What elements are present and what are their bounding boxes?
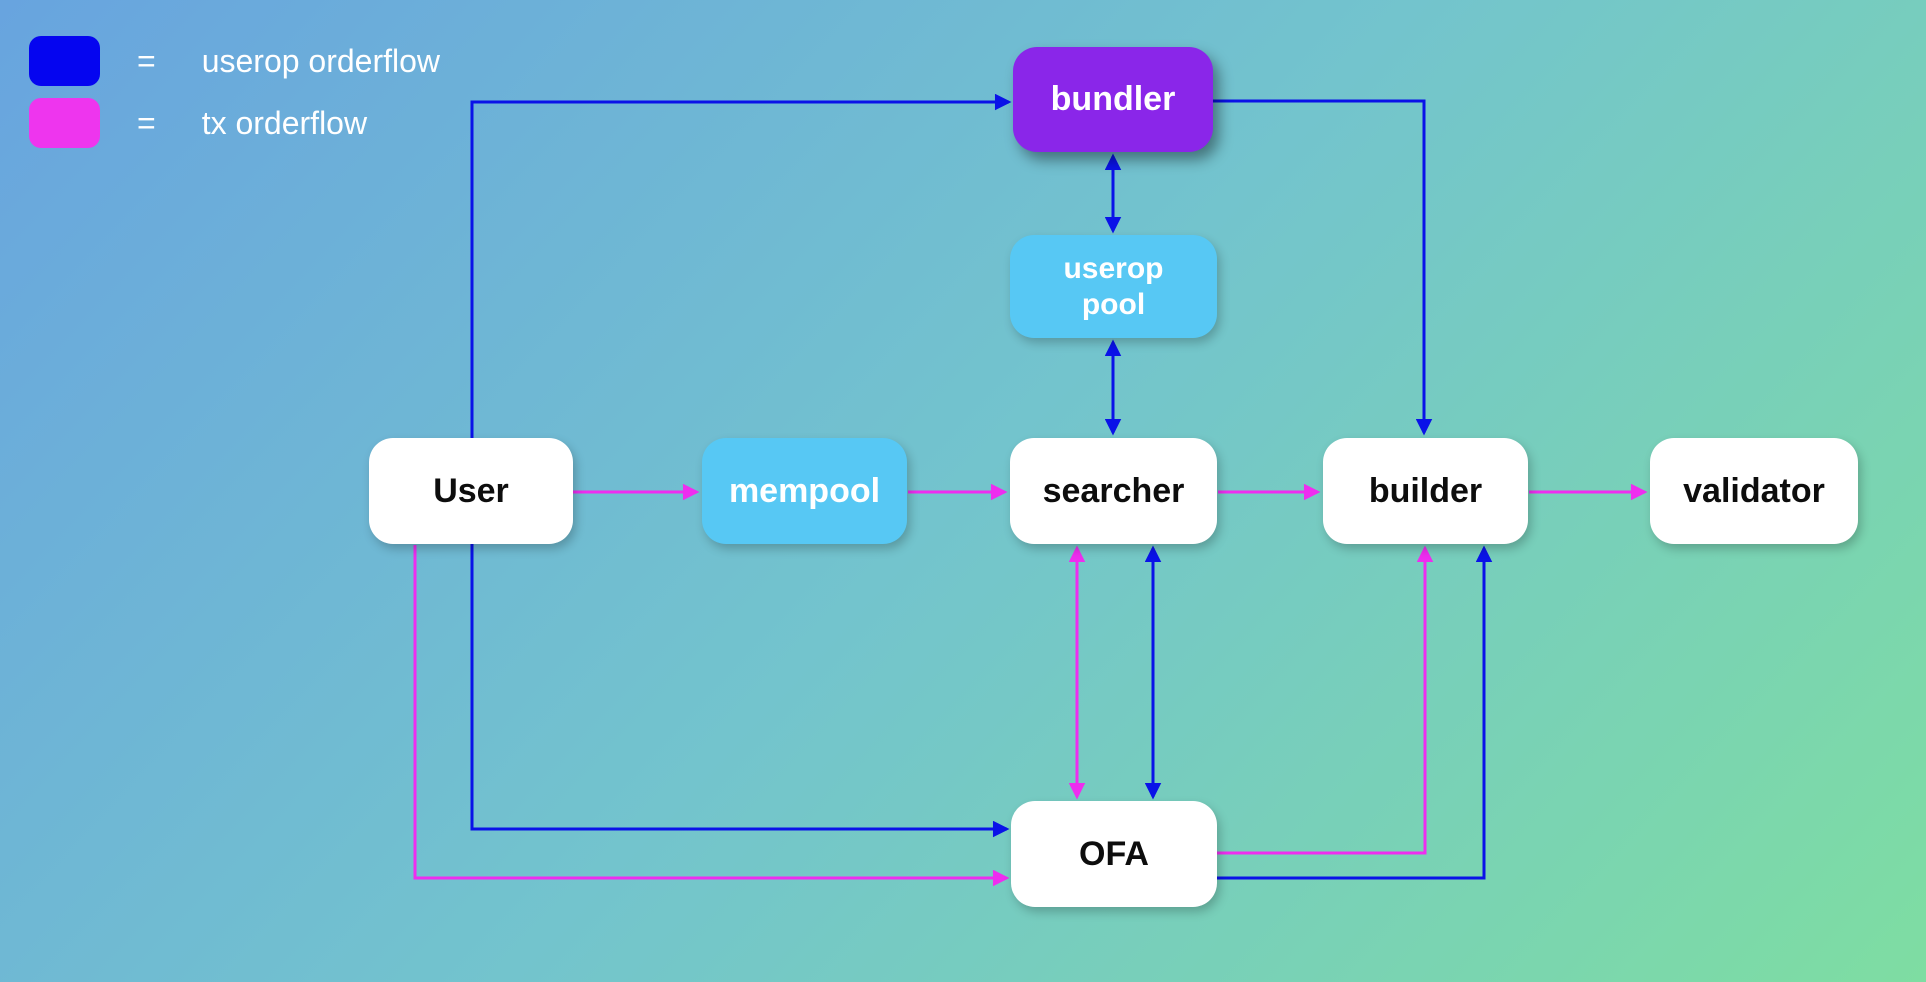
- legend-swatch-userop: [29, 36, 100, 86]
- node-userop-pool: userop pool: [1010, 235, 1217, 338]
- legend-row-tx: = tx orderflow: [29, 98, 440, 148]
- node-validator: validator: [1650, 438, 1858, 544]
- edge-user-to-ofa-userop: [470, 480, 1010, 838]
- legend: = userop orderflow = tx orderflow: [29, 36, 440, 148]
- legend-equals: =: [137, 42, 156, 79]
- node-mempool: mempool: [702, 438, 907, 544]
- edge-ofa-to-builder-tx: [1215, 545, 1434, 855]
- node-bundler: bundler: [1013, 47, 1213, 152]
- edge-user-to-bundler-userop: [470, 93, 1012, 480]
- edge-user-to-ofa-tx: [413, 545, 1010, 887]
- node-ofa: OFA: [1011, 801, 1217, 907]
- edge-bundler-to-builder-userop: [1212, 99, 1433, 436]
- legend-equals: =: [137, 104, 156, 141]
- legend-row-userop: = userop orderflow: [29, 36, 440, 86]
- node-builder: builder: [1323, 438, 1528, 544]
- legend-label-userop: userop orderflow: [201, 42, 441, 79]
- legend-swatch-tx: [29, 98, 100, 148]
- legend-label-tx: tx orderflow: [201, 104, 368, 141]
- node-searcher: searcher: [1010, 438, 1217, 544]
- node-user: User: [369, 438, 573, 544]
- edge-ofa-to-builder-userop: [1215, 545, 1493, 880]
